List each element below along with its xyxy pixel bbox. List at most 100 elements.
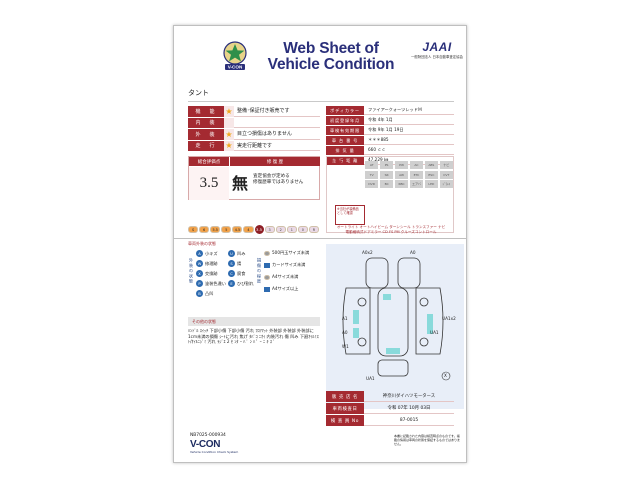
spec-value: 令和 4年 1月 [364, 116, 454, 126]
spec-key: 走 行 距 離 [326, 155, 364, 166]
org-logo: JAAI 一般財団法人 日本自動車査定協会 [411, 40, 463, 59]
equipment-note-box: ※当社が装備品 として確認 [335, 205, 365, 225]
equipment-item: TV [365, 170, 379, 179]
grade-chip: 5 [221, 226, 232, 233]
overall-score: 3.5 [189, 167, 229, 200]
spec-key: 車 台 番 号 [326, 135, 364, 146]
row-key: 機 能 [188, 106, 224, 117]
vehicle-spec-table: ボディカラーファイアークォーツレッドＭ 初度登録年月令和 4年 1月 車検有効期… [326, 106, 454, 166]
grade-chip: 4 [243, 226, 254, 233]
dealer-value: 神奈川ダイハツモータース [364, 391, 454, 402]
dealer-value: 87-0015 [364, 415, 454, 426]
section-divider [174, 238, 466, 239]
sheet-code: NB7025-000934 [190, 433, 226, 438]
size-swatch [264, 286, 270, 292]
row-key: 走 行 [188, 140, 224, 151]
equipment-list-line-1: オートライト オートハイビーム ターンシール トランスファー ナビ [336, 225, 446, 229]
dealer-row: 販 売 店 名神奈川ダイハツモータース [326, 391, 454, 402]
divider [188, 101, 454, 102]
spec-value: ＊＊＊885 [364, 136, 454, 146]
repair-header: 修 復 歴 [230, 157, 320, 166]
grade-chip: 3 [264, 226, 275, 233]
spec-row: 車検有効期限令和 9年 1月 19日 [326, 125, 454, 136]
equipment-note-line-1: ※当社が装備品 [337, 207, 359, 211]
diagram-label: A0 [342, 330, 348, 335]
diagram-label: A0x2 [362, 250, 373, 255]
spec-row: ボディカラーファイアークォーツレッドＭ [326, 106, 454, 116]
dealer-value: 令和 07年 10月 03日 [364, 403, 454, 414]
row-key: 内 装 [188, 117, 224, 128]
diagram-label: UA1x2 [442, 316, 456, 321]
equipment-item: PS [379, 161, 394, 169]
code-e-icon: E [228, 280, 235, 287]
equipment-item: AW [394, 170, 409, 179]
diagram-label: UA1 [430, 330, 439, 335]
repair-note-line-2: 修復歴車ではありません [253, 180, 304, 185]
equipment-header: 装 備 品 [329, 160, 348, 166]
equipment-item: エアバ [409, 180, 424, 188]
other-state-text: ﾊﾝﾄﾞﾙ ｽｲｯﾁ 下部小傷 下部小傷 汚れ ﾌﾛｱﾏｯﾄ 外装部 外装部 外… [188, 328, 319, 345]
size-swatch [264, 262, 270, 268]
car-name: タント [188, 89, 209, 97]
summary-row-function: 機 能 ★ 整備･保証付き販売です [188, 106, 320, 117]
score-header: 総合評価点 [189, 157, 229, 166]
grade-chip: 6 [199, 226, 210, 233]
equipment-grid: AT PS PW AC ABS ナビ TV SR AW ETC ESC CVT … [365, 161, 453, 188]
dealer-key: 検 査 員 No [326, 415, 364, 426]
spec-value: 47,229 ㎞ [364, 156, 454, 166]
logo-text: V-CON [228, 65, 243, 70]
vcon-star-logo-icon: V-CON [223, 41, 247, 70]
repair-note: 査定協会が定める 修復歴車ではありません [253, 174, 303, 186]
spec-key: 初度登録年月 [326, 115, 364, 126]
footer-note: 本書に記載された内容は検査時点のものです。掲載の情報は車両の状態を保証するもので… [394, 434, 461, 446]
title-line-1: Web Sheet of [283, 40, 379, 57]
star-icon: ★ [224, 129, 234, 140]
summary-row-mileage: 走 行 ★ 実走行距離です [188, 140, 320, 151]
equipment-item: LED [424, 180, 439, 188]
size-item: カードサイズ未満 [264, 262, 305, 268]
footer-logo: V-CON [190, 439, 221, 450]
code-x-icon: X [196, 270, 203, 277]
size-item: A4サイズ以上 [264, 286, 298, 292]
equipment-item: SR [379, 170, 394, 179]
legend-side-left: 外装の状態 [189, 258, 194, 284]
spec-row: 初度登録年月令和 4年 1月 [326, 115, 454, 126]
equipment-item: AC [409, 161, 424, 169]
score-box: 総合評価点 修 復 歴 3.5 無 査定協会が定める 修復歴車ではありません [188, 156, 320, 200]
spec-key: 排 気 量 [326, 145, 364, 156]
size-swatch [264, 274, 270, 280]
dealer-row: 車両検査日令和 07年 10月 03日 [326, 403, 454, 414]
grade-scale: S 6 5.5 5 4.5 4 3.5 3 2 1 0 R [188, 225, 320, 234]
car-damage-diagram: A0x2 A0 A1 A0 W1 UA1x2 UA1 UA1 X [326, 244, 464, 409]
grade-chip: 5.5 [210, 226, 221, 233]
star-icon: ★ [224, 106, 234, 117]
equipment-item: ナビ [439, 161, 453, 169]
code-p-icon: P [196, 280, 203, 287]
equipment-note-line-2: として確認 [337, 211, 353, 215]
equipment-item: ESC [424, 170, 439, 179]
diagram-mark: X [444, 373, 447, 378]
row-marker [224, 117, 234, 128]
spec-key: 車検有効期限 [326, 125, 364, 136]
diagram-label: A1 [342, 316, 348, 321]
code-u-icon: U [228, 250, 235, 257]
footer-subtitle: Vehicle Condition Check System [190, 450, 239, 454]
row-value: 目立つ損傷はありません [234, 129, 320, 140]
spec-value: ファイアークォーツレッドＭ [364, 106, 454, 116]
spec-value: 令和 9年 1月 19日 [364, 126, 454, 136]
dealer-table: 販 売 店 名神奈川ダイハツモータース 車両検査日令和 07年 10月 03日 … [326, 391, 454, 427]
org-mark: JAAI [422, 40, 452, 54]
row-value: 整備･保証付き販売です [234, 106, 320, 117]
condition-sheet: V-CON Web Sheet of Vehicle Condition JAA… [173, 25, 467, 463]
size-item: A4サイズ未満 [264, 274, 298, 280]
equipment-item: RBC [394, 180, 409, 188]
